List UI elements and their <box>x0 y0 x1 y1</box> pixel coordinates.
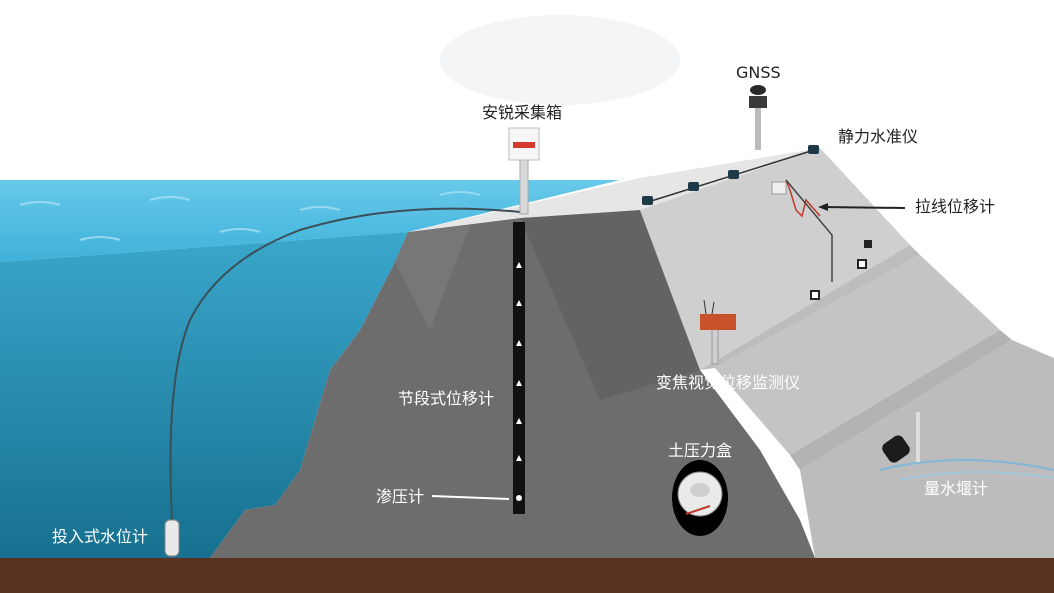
gnss-mast <box>755 108 761 150</box>
label-earth-pressure: 土压力盒 <box>668 441 733 460</box>
dam-berm-1 <box>700 245 920 370</box>
wire-displacement-cable <box>785 179 833 282</box>
segmented-displacement-meter <box>513 222 525 514</box>
label-collector-box: 安锐采集箱 <box>482 103 563 122</box>
earth-pressure-cable <box>685 505 711 515</box>
monitor-antenna <box>711 301 715 315</box>
label-wire-displacement: 拉线位移计 <box>915 197 996 216</box>
dam-slope-lower <box>800 340 1054 558</box>
water-level-cable <box>169 207 521 521</box>
collector-box-stripe <box>513 142 535 148</box>
reservoir-water <box>0 232 408 558</box>
zoom-visual-monitor <box>700 314 736 330</box>
ground <box>0 558 1054 593</box>
weir-meter <box>882 435 910 463</box>
displacement-targets <box>810 240 872 300</box>
gnss-dome <box>750 85 766 95</box>
dam-slope-middle <box>715 255 1000 455</box>
background-cloud <box>440 15 680 105</box>
dam-berm-2 <box>790 330 1012 470</box>
reservoir-water-surface <box>0 180 620 262</box>
submersible-water-level-sensor <box>164 519 180 557</box>
monitor-antenna <box>703 299 707 315</box>
wire-displacement-arrowhead <box>818 203 828 211</box>
earth-pressure-cell-face <box>690 483 710 497</box>
wire-displacement-wire <box>785 179 821 218</box>
wire-displacement-pointer <box>821 206 906 209</box>
label-static-level: 静力水准仪 <box>838 127 919 146</box>
downstream-channel <box>899 471 1054 481</box>
label-segmented-displacement: 节段式位移计 <box>398 389 495 408</box>
wire-displacement-meter <box>771 181 787 195</box>
label-gnss: GNSS <box>736 63 781 82</box>
label-weir-meter: 量水堰计 <box>924 479 989 498</box>
wave-highlights <box>19 191 481 241</box>
piezometer-pointer <box>431 495 510 500</box>
collector-pole <box>519 155 529 215</box>
zoom-visual-pole <box>711 325 719 365</box>
gnss-antenna <box>749 96 767 108</box>
segment-joints <box>516 262 522 501</box>
static-level-sensors <box>642 145 819 205</box>
core-facet <box>520 210 700 400</box>
label-submersible-water-level: 投入式水位计 <box>52 527 149 546</box>
downstream-channel <box>879 459 1054 471</box>
core-facet <box>395 225 470 330</box>
label-zoom-visual: 变焦视觉位移监测仪 <box>656 373 801 392</box>
label-piezometer: 渗压计 <box>376 487 425 506</box>
